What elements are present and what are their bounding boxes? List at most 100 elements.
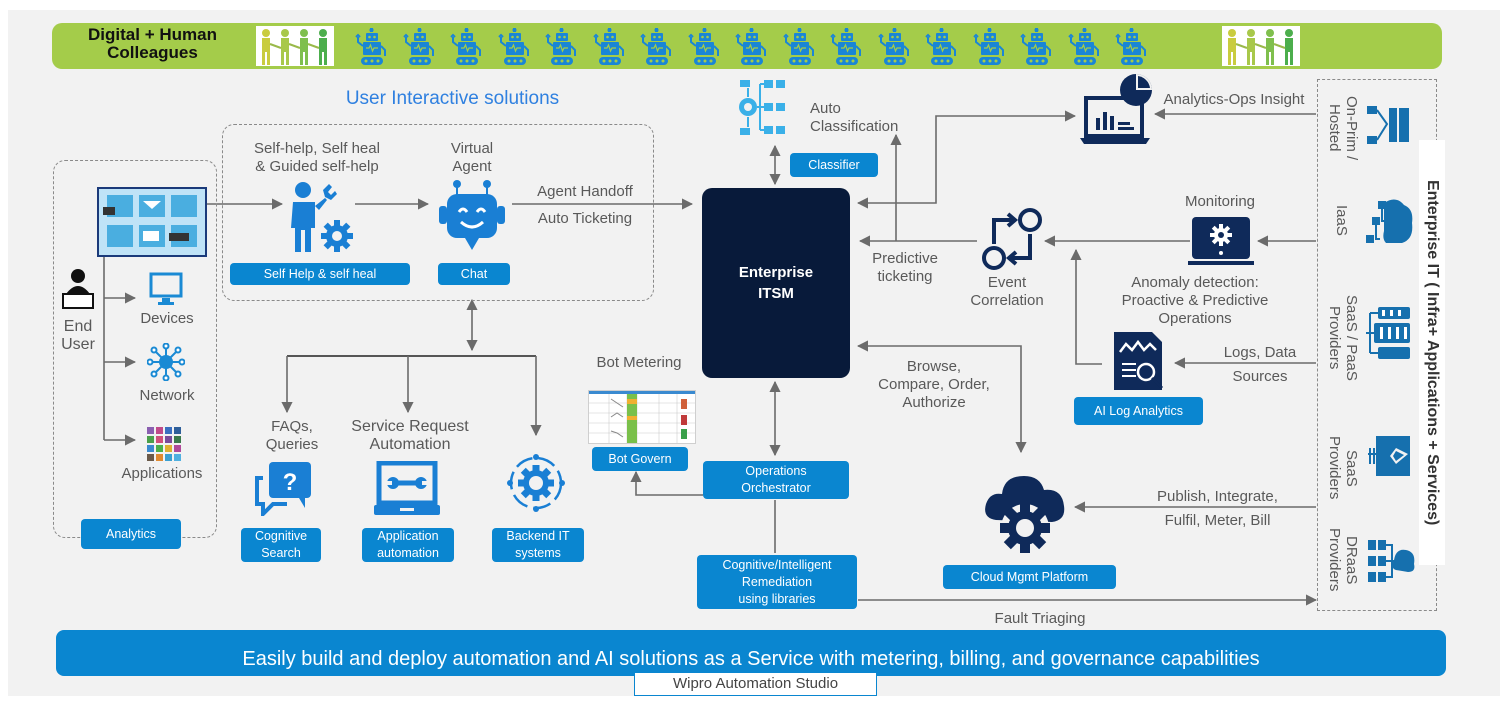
- browse-line3: Authorize: [902, 394, 966, 411]
- predictive-line2: ticketing: [877, 268, 933, 285]
- robot-icon: [877, 28, 912, 66]
- arrow-browse: [856, 340, 1027, 454]
- bot-metering-label: Bot Metering: [596, 354, 682, 371]
- devices-label: Devices: [140, 310, 194, 327]
- robot-icon: [830, 28, 864, 66]
- provider-on-prim-line1: On-Prim /: [1343, 95, 1360, 161]
- people-holding-hands-icon: [256, 26, 334, 66]
- app-auto-line2: automation: [377, 546, 439, 560]
- fault-triaging-label: Fault Triaging: [994, 610, 1086, 627]
- predictive-line1: Predictive: [872, 250, 938, 267]
- provider-on-prim-line2: Hosted: [1326, 104, 1343, 152]
- provider-saas-line2: Providers: [1326, 436, 1343, 500]
- virtual-agent-label: Virtual Agent: [432, 140, 512, 176]
- event-correlation-icon: [980, 206, 1046, 272]
- provider-draas-line1: DRaaS: [1343, 535, 1360, 585]
- application-automation-button[interactable]: Application automation: [362, 528, 454, 562]
- self-help-button[interactable]: Self Help & self heal: [230, 263, 410, 285]
- user-interactive-title: User Interactive solutions: [345, 88, 560, 109]
- app-auto-line1: Application: [377, 529, 439, 543]
- backend-line2: systems: [515, 546, 561, 560]
- auto-class-line2: Classification: [810, 118, 899, 135]
- chat-button[interactable]: Chat: [438, 263, 510, 285]
- browse-line1: Browse,: [906, 358, 962, 375]
- robot-icon: [640, 28, 674, 66]
- logs-line2: Sources: [1232, 368, 1288, 385]
- robot-icon: [1020, 28, 1054, 66]
- logs-line1: Logs, Data: [1223, 344, 1297, 361]
- remediation-line2: Remediation: [741, 574, 813, 589]
- itsm-line2: ITSM: [758, 285, 794, 302]
- anomaly-line2: Proactive & Predictive: [1121, 292, 1269, 309]
- monitoring-label: Monitoring: [1184, 193, 1256, 210]
- saas-paas-server-icon: [1366, 305, 1412, 363]
- faq-line1: FAQs,: [271, 418, 313, 435]
- bot-metering-dashboard-thumbnail: [588, 390, 696, 444]
- publish-line1: Publish, Integrate,: [1157, 488, 1278, 505]
- cognitive-search-line1: Cognitive: [254, 529, 308, 543]
- iaas-cloud-icon: [1366, 195, 1414, 247]
- colleagues-title: Digital + Human Colleagues: [60, 26, 245, 62]
- arrow-ops-botgovern: [630, 470, 703, 496]
- svg-text:?: ?: [283, 469, 298, 496]
- provider-saas-paas-line1: SaaS / PaaS: [1343, 294, 1360, 381]
- robot-icon: [402, 28, 437, 66]
- event-line1: Event: [987, 274, 1027, 291]
- provider-saas-line1: SaaS: [1343, 449, 1360, 487]
- publish-integrate-label: Publish, Integrate, Fulfil, Meter, Bill: [1140, 488, 1295, 530]
- monitor-icon: [148, 272, 184, 306]
- robot-icon: [925, 28, 959, 66]
- enterprise-it-title: Enterprise IT ( Infra+ Applications + Se…: [1424, 179, 1441, 526]
- faq-line2: Queries: [265, 436, 319, 453]
- virtual-agent-line1: Virtual: [450, 140, 494, 157]
- classifier-button[interactable]: Classifier: [790, 153, 878, 177]
- on-prem-server-icon: [1365, 102, 1411, 148]
- draas-cloud-server-icon: [1368, 538, 1416, 584]
- arrow-itsm-analytics: [856, 110, 1077, 209]
- provider-draas-line2: Providers: [1326, 528, 1343, 592]
- robot-icon: [735, 28, 769, 66]
- bot-govern-button[interactable]: Bot Govern: [592, 447, 688, 471]
- logs-data-sources-label: Logs, Data Sources: [1200, 344, 1320, 386]
- provider-on-prim-label: On-Prim /Hosted: [1322, 88, 1360, 168]
- agent-handoff-label: Agent Handoff: [537, 183, 633, 200]
- colleagues-title-line1: Digital + Human: [88, 25, 217, 44]
- itsm-line1: Enterprise: [738, 264, 814, 281]
- remediation-line3: using libraries: [738, 591, 816, 606]
- ops-orch-line1: Operations: [745, 464, 807, 478]
- robot-icon: [1067, 28, 1102, 66]
- colleagues-title-line2: Colleagues: [107, 43, 198, 62]
- network-icon: [146, 342, 186, 382]
- enterprise-it-band: [1419, 140, 1445, 565]
- provider-saas-paas-line2: Providers: [1326, 305, 1343, 370]
- self-help-heading: Self-help, Self heal & Guided self-help: [232, 140, 402, 176]
- people-holding-hands-icon: [1222, 26, 1300, 66]
- robot-icon: [592, 28, 627, 66]
- faq-label: FAQs, Queries: [252, 418, 332, 454]
- robot-icon: [450, 28, 484, 66]
- robot-icon: [782, 28, 817, 66]
- cloud-mgmt-platform-button[interactable]: Cloud Mgmt Platform: [943, 565, 1116, 589]
- robot-icon: [687, 28, 722, 66]
- analytics-ops-insight-label: Analytics-Ops Insight: [1163, 91, 1305, 108]
- event-line2: Correlation: [970, 292, 1044, 309]
- applications-label: Applications: [121, 465, 203, 482]
- analytics-laptop-icon: [1078, 72, 1154, 148]
- self-help-heading-line1: Self-help, Self heal: [254, 140, 380, 157]
- robot-icon: [972, 28, 1007, 66]
- user-interactive-group: [222, 124, 654, 301]
- question-chat-icon: ?: [253, 460, 315, 519]
- anomaly-line3: Operations: [1158, 310, 1232, 327]
- analytics-button[interactable]: Analytics: [81, 519, 181, 549]
- auto-class-line1: Auto: [810, 100, 841, 117]
- wipro-automation-studio-tab[interactable]: Wipro Automation Studio: [634, 672, 877, 696]
- ai-log-analytics-button[interactable]: AI Log Analytics: [1074, 397, 1203, 425]
